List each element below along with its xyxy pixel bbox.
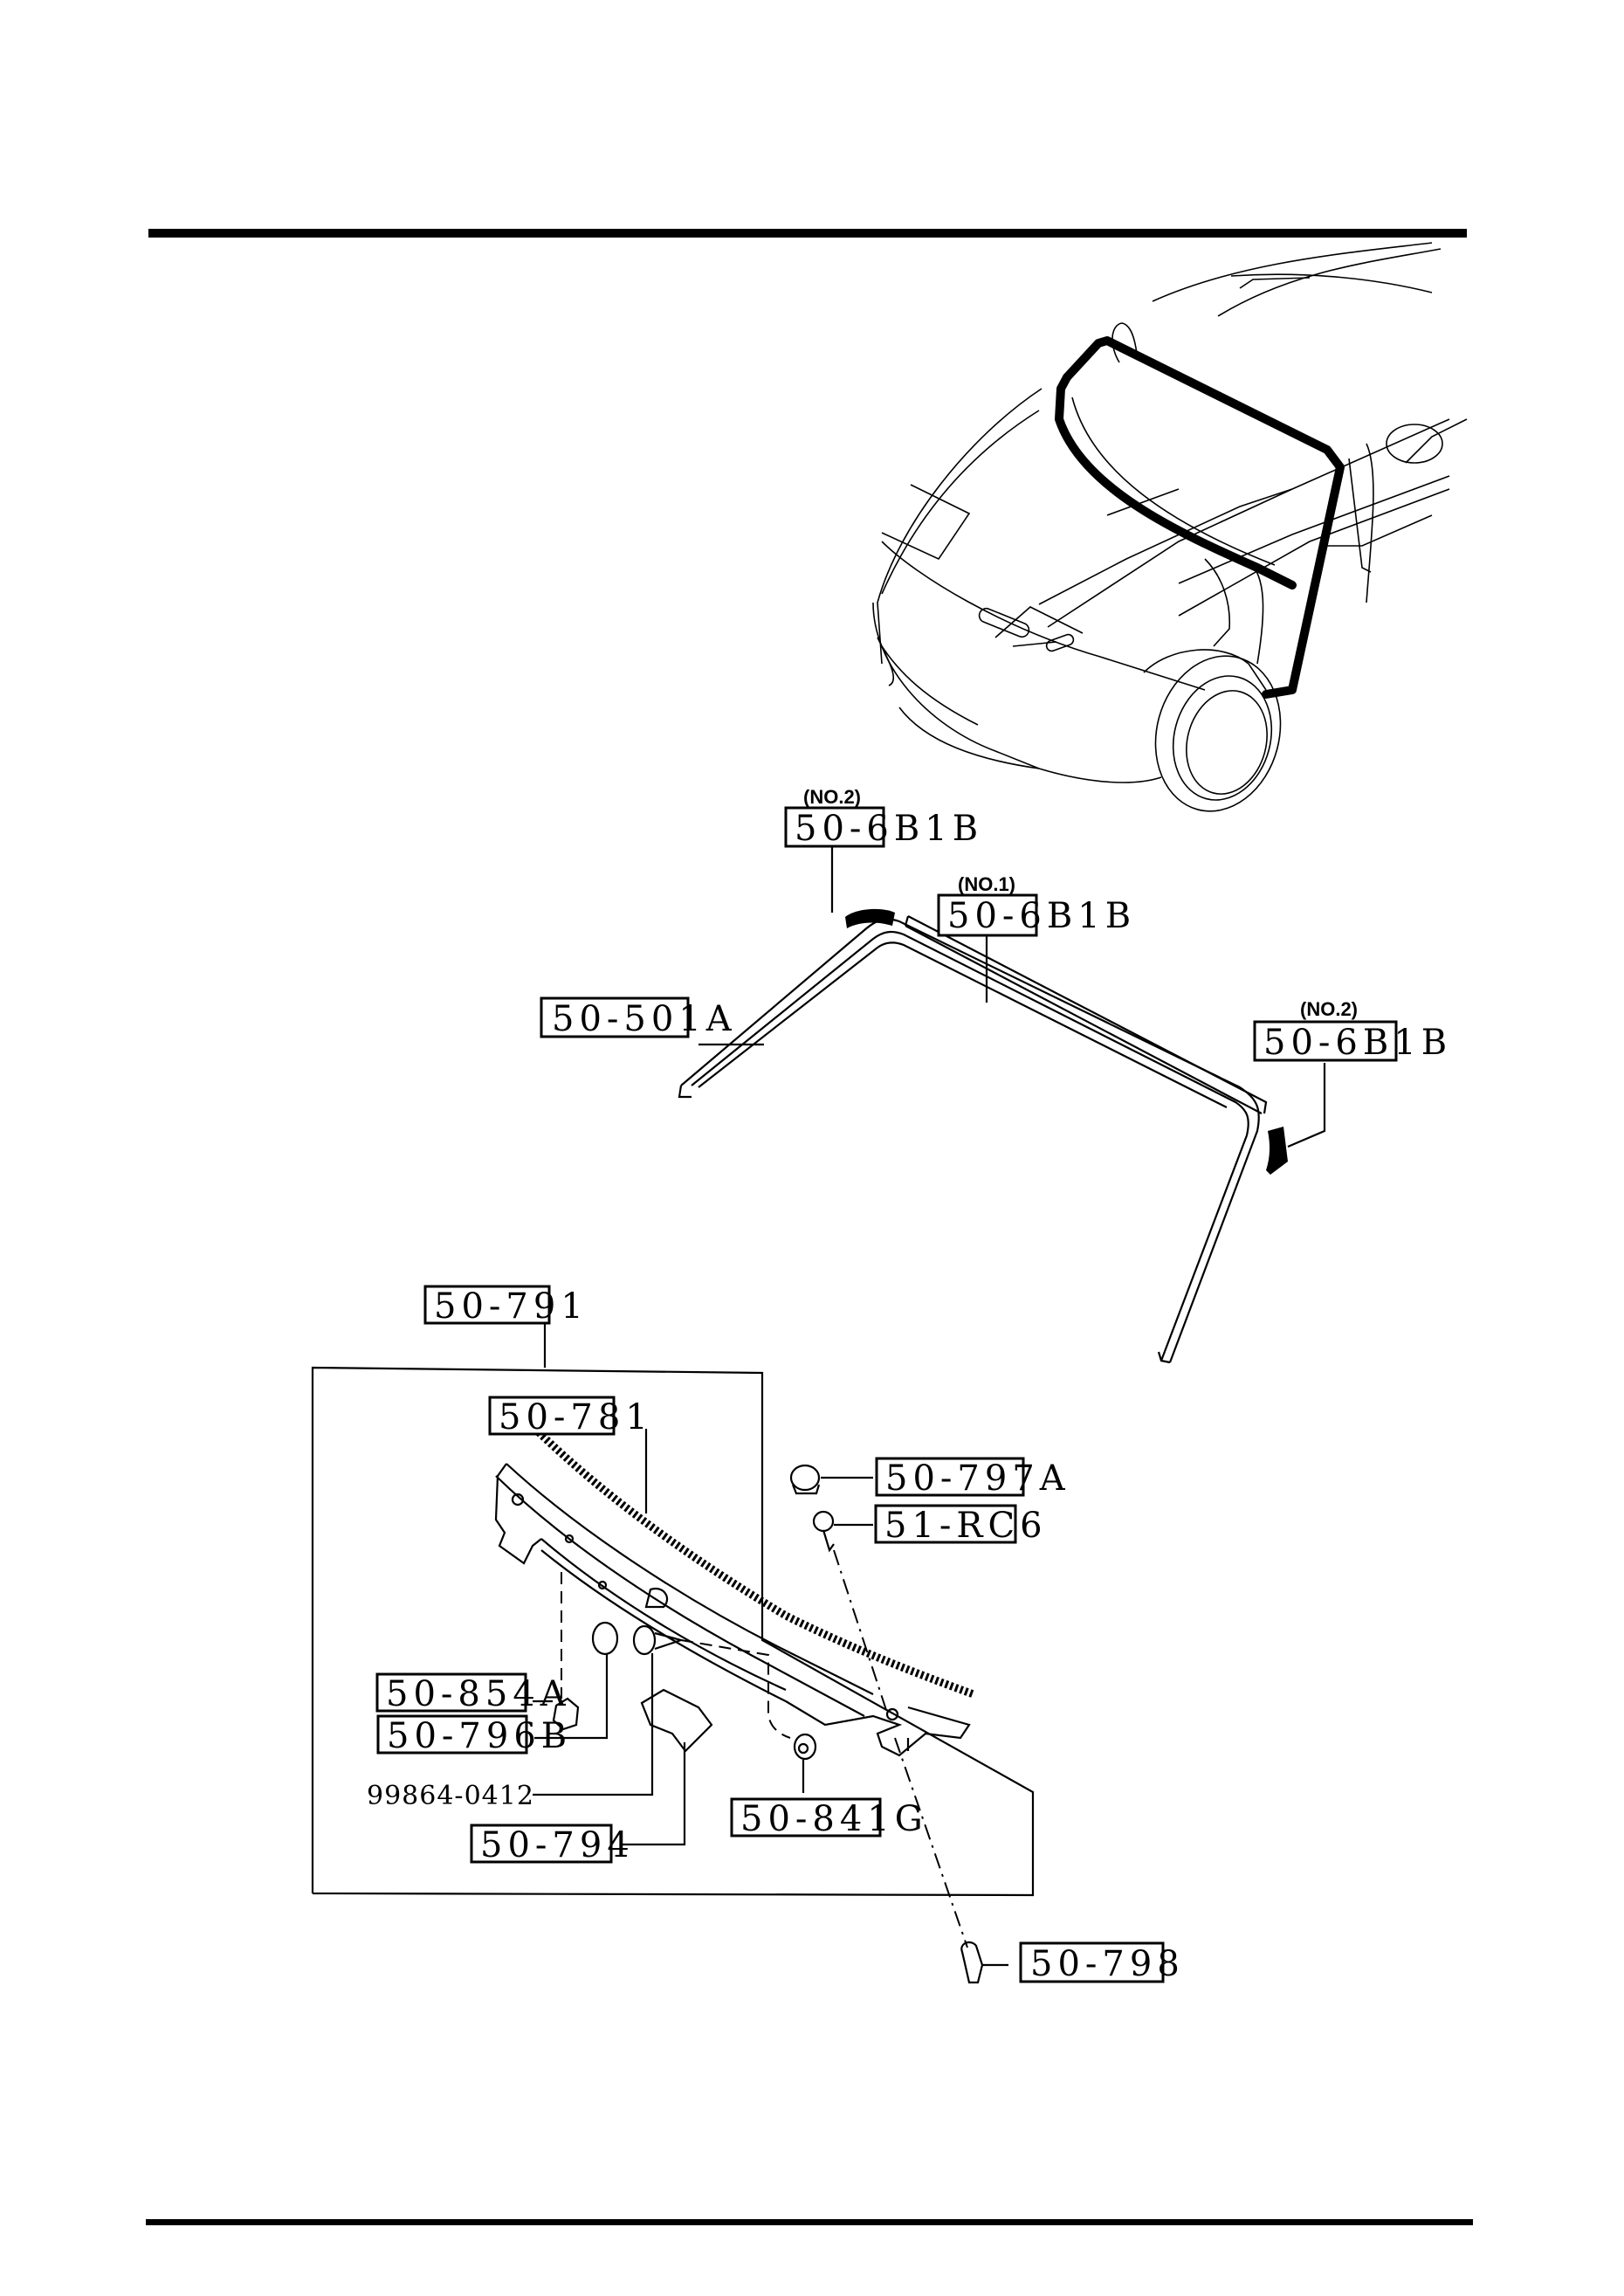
dashed-guides (561, 1549, 968, 1948)
callout-cap-797A[interactable]: 50-797A (875, 1457, 1070, 1499)
part-number: 50-781 (499, 1397, 653, 1438)
plate-50-794 (640, 1688, 713, 1753)
part-number: 50-791 (434, 1286, 588, 1327)
cap-50-796B (591, 1621, 619, 1656)
callout-qualifier: (NO.2) (803, 786, 861, 808)
car-illustration (872, 242, 1468, 812)
part-number: 50-796B (387, 1716, 572, 1756)
windshield-molding-parts (678, 908, 1288, 1364)
callout-molding-no2-left[interactable]: (NO.2) 50-6B1B (784, 786, 983, 849)
part-number: 50-794 (480, 1825, 635, 1865)
part-number: 50-841G (740, 1799, 928, 1839)
callout-qualifier: (NO.2) (1300, 998, 1358, 1020)
part-number: 50-501A (552, 999, 737, 1039)
part-number: 50-798 (1030, 1944, 1185, 1984)
part-number: 50-6B1B (1263, 1023, 1452, 1063)
cap-50-797A (789, 1464, 821, 1492)
clip-50-854A (552, 1697, 580, 1731)
callout-screw-RC6[interactable]: 51-RC6 (874, 1504, 1048, 1546)
bottom-rule (146, 2219, 1473, 2225)
callout-molding-no1[interactable]: (NO.1) 50-6B1B (937, 873, 1136, 937)
molding-no2-left-piece (845, 908, 895, 928)
callout-qualifier: (NO.1) (958, 873, 1015, 895)
part-number: 50-854A (386, 1674, 571, 1714)
small-parts (552, 1464, 984, 1984)
screw-99864-0412 (632, 1624, 657, 1656)
fastener-50-798 (960, 1941, 984, 1984)
molding-50-501A (680, 918, 1260, 1363)
callout-nut-841G[interactable]: 50-841G (730, 1797, 928, 1839)
molding-no1-strip (907, 915, 1268, 1114)
molding-no2-right-piece (1266, 1127, 1288, 1175)
callout-molding-no2-right[interactable]: (NO.2) 50-6B1B (1253, 998, 1452, 1063)
callout-screw-99864[interactable]: 99864-0412 (367, 1781, 534, 1811)
part-number: 51-RC6 (884, 1506, 1048, 1546)
part-number: 50-6B1B (795, 809, 983, 849)
callout-cap-796B[interactable]: 50-796B (376, 1714, 572, 1756)
part-number: 99864-0412 (367, 1781, 534, 1811)
cowl-leaders (533, 1429, 1008, 1967)
callout-fastener-798[interactable]: 50-798 (1019, 1941, 1185, 1984)
cowl-assembly-frame (311, 1322, 1035, 1897)
windshield-molding-highlight (1063, 336, 1345, 699)
seal-rubber-50-781 (535, 1429, 975, 1699)
screw-51-RC6 (812, 1510, 835, 1533)
callout-windshield-molding[interactable]: 50-501A (540, 996, 737, 1039)
callout-plate-794[interactable]: 50-794 (470, 1824, 635, 1865)
part-number: 50-797A (885, 1458, 1070, 1499)
molding-leaders (698, 847, 1326, 1148)
nut-50-841G (793, 1733, 817, 1761)
callout-seal-rubber[interactable]: 50-781 (488, 1396, 653, 1438)
part-number: 50-6B1B (947, 896, 1136, 936)
callout-cowl-grille-assy[interactable]: 50-791 (423, 1285, 588, 1327)
top-rule (148, 229, 1467, 238)
cowl-grille-drawing (494, 1429, 975, 1757)
callout-clip-854A[interactable]: 50-854A (375, 1672, 571, 1714)
